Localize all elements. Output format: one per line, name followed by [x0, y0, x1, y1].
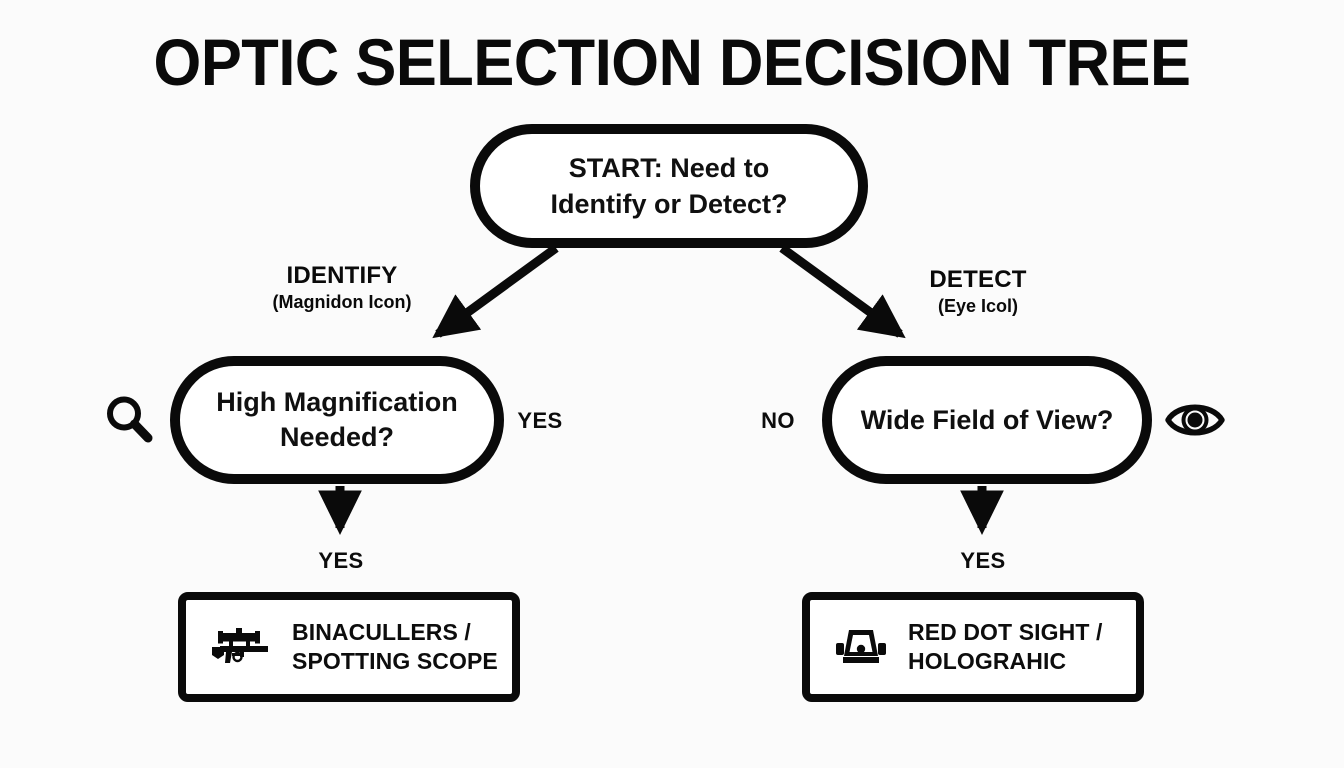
node-high-magnification-line1: High Magnification — [216, 387, 458, 417]
outcome-box-binoculars-label: BINACULLERS / SPOTTING SCOPE — [292, 618, 498, 676]
edge-label-yes-magnification: YES — [517, 408, 563, 433]
node-start-text: START: Need to Identify or Detect? — [532, 150, 805, 222]
node-high-magnification[interactable]: High Magnification Needed? — [170, 356, 504, 484]
branch-caption-identify-sub: (Magnidon Icon) — [272, 292, 412, 312]
node-start[interactable]: START: Need to Identify or Detect? — [470, 124, 868, 248]
node-start-line2: Identify or Detect? — [550, 189, 788, 219]
branch-caption-detect: DETECT (Eye Icol) — [862, 266, 1094, 318]
edge-label-yes-outcome-left: YES — [318, 548, 364, 573]
node-high-magnification-text: High Magnification Needed? — [198, 385, 475, 455]
node-wide-field-of-view-text: Wide Field of View? — [843, 403, 1132, 438]
outcome-right-line1: RED DOT SIGHT / — [908, 619, 1103, 645]
branch-caption-identify-main: IDENTIFY — [286, 262, 398, 289]
node-wide-field-of-view[interactable]: Wide Field of View? — [822, 356, 1152, 484]
node-wide-field-of-view-line1: Wide Field of View? — [860, 404, 1114, 435]
node-high-magnification-line2: Needed? — [279, 422, 394, 452]
node-start-line1: START: Need to — [568, 153, 770, 183]
branch-caption-detect-sub: (Eye Icol) — [937, 296, 1019, 316]
branch-caption-identify: IDENTIFY (Magnidon Icon) — [200, 262, 484, 314]
edge-label-yes-outcome-right: YES — [960, 548, 1006, 573]
scoped-rifle-icon — [210, 625, 272, 669]
page-title: OPTIC SELECTION DECISION TREE — [153, 25, 1191, 99]
outcome-box-red-dot[interactable]: RED DOT SIGHT / HOLOGRAHIC — [802, 592, 1144, 702]
branch-caption-detect-main: DETECT — [929, 266, 1027, 293]
outcome-right-line2: HOLOGRAHIC — [908, 648, 1067, 674]
outcome-box-red-dot-label: RED DOT SIGHT / HOLOGRAHIC — [908, 618, 1102, 676]
outcome-box-binoculars[interactable]: BINACULLERS / SPOTTING SCOPE — [178, 592, 520, 702]
eye-icon — [1164, 396, 1226, 444]
outcome-left-line1: BINACULLERS / — [292, 619, 471, 645]
magnifying-glass-icon — [100, 390, 158, 448]
edge-label-no-fieldofview: NO — [761, 408, 795, 433]
outcome-left-line2: SPOTTING SCOPE — [292, 648, 498, 674]
red-dot-sight-icon — [834, 624, 888, 670]
